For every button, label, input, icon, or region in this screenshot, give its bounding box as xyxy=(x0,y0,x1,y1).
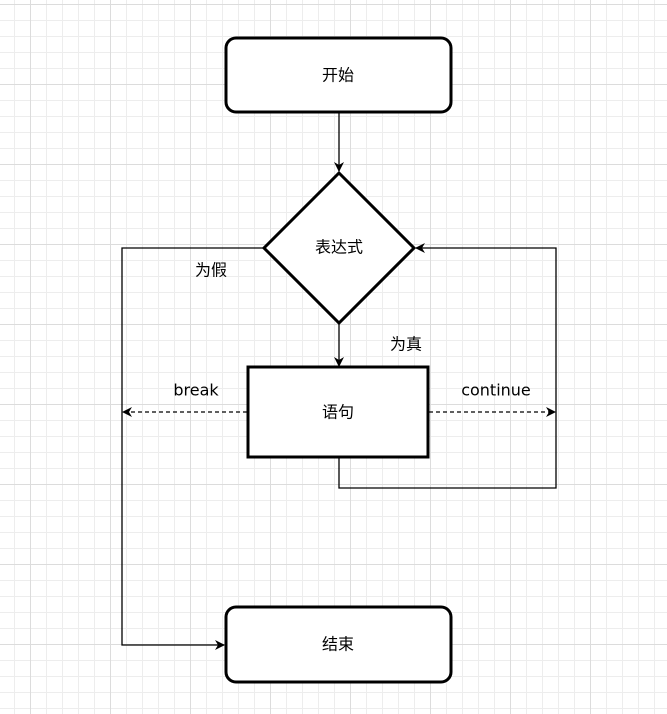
start-node-label: 开始 xyxy=(322,66,354,85)
true-label: 为真 xyxy=(390,335,422,354)
start-node xyxy=(224,36,453,114)
end-node-label: 结束 xyxy=(322,635,354,654)
false-label: 为假 xyxy=(195,261,227,280)
break-label: break xyxy=(173,381,219,400)
condition-node xyxy=(261,170,417,326)
statement-node xyxy=(246,365,430,459)
edge-false-to-end xyxy=(121,247,263,650)
edge-loop-back xyxy=(338,243,557,489)
end-node xyxy=(224,605,453,684)
continue-label: continue xyxy=(461,381,531,400)
statement-node-label: 语句 xyxy=(322,403,354,422)
condition-node-label: 表达式 xyxy=(315,238,363,257)
